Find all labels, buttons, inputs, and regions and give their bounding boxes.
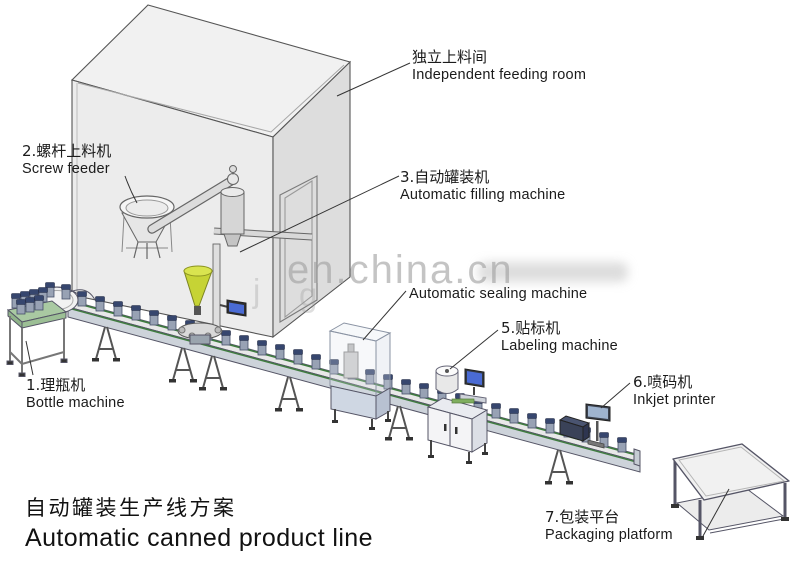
leader-inkjet-printer	[600, 382, 631, 409]
label-bottle-machine: 1.理瓶机 Bottle machine	[26, 376, 125, 412]
bottle-machine	[6, 282, 96, 377]
label-inkjet-printer: 6.喷码机 Inkjet printer	[633, 373, 716, 409]
label-packaging-platform-en: Packaging platform	[545, 526, 673, 543]
filling-machine	[177, 243, 247, 345]
label-labeling-machine-cn: 5.贴标机	[501, 319, 561, 337]
label-screw-feeder: 2.螺杆上料机 Screw feeder	[22, 142, 112, 178]
leader-lines	[25, 62, 730, 537]
labeling-machine	[426, 365, 489, 464]
label-packaging-platform: 7.包装平台 Packaging platform	[545, 508, 673, 544]
room-door	[279, 175, 318, 323]
label-screw-feeder-en: Screw feeder	[22, 160, 110, 177]
label-bottle-machine-cn: 1.理瓶机	[26, 376, 86, 394]
table-bottles	[11, 287, 48, 315]
diagram-title-en: Automatic canned product line	[25, 524, 373, 552]
filling-control-screen	[219, 299, 247, 317]
label-filling-machine-cn: 3.自动罐装机	[400, 168, 490, 186]
label-labeling-machine-en: Labeling machine	[501, 337, 618, 354]
screw-feeder	[119, 165, 313, 259]
leader-packaging-platform	[702, 488, 730, 537]
conveyor-end	[633, 448, 641, 467]
diagram-title-cn: 自动罐装生产线方案	[25, 496, 237, 520]
inkjet-printer	[558, 403, 611, 449]
label-feeding-room-en: Independent feeding room	[412, 66, 587, 83]
leader-labeling-machine	[449, 329, 499, 370]
label-sealing-machine: Automatic sealing machine	[409, 286, 587, 303]
watermark-fragment: g	[299, 276, 318, 313]
label-filling-machine-en: Automatic filling machine	[400, 186, 566, 203]
label-screw-feeder-cn: 2.螺杆上料机	[22, 142, 112, 160]
sealing-machine	[328, 322, 392, 430]
label-filling-machine: 3.自动罐装机 Automatic filling machine	[400, 168, 566, 204]
leader-sealing-machine	[362, 290, 407, 341]
label-inkjet-printer-cn: 6.喷码机	[633, 373, 693, 391]
inkjet-screen	[585, 403, 611, 422]
leader-filling-machine	[239, 175, 400, 253]
label-bottle-machine-en: Bottle machine	[26, 394, 125, 411]
label-feeding-room: 独立上料间 Independent feeding room	[412, 48, 587, 84]
label-inkjet-printer-en: Inkjet printer	[633, 391, 716, 408]
watermark: en.china.cn	[287, 248, 514, 292]
diagram-title: 自动罐装生产线方案 Automatic canned product line	[25, 492, 373, 553]
label-sealing-machine-en: Automatic sealing machine	[409, 286, 588, 302]
labeling-screen	[451, 368, 487, 404]
label-feeding-room-cn: 独立上料间	[412, 48, 488, 66]
packaging-platform	[671, 443, 790, 540]
watermark-smear	[478, 262, 628, 282]
label-roll	[435, 365, 459, 394]
leader-feeding-room	[336, 62, 411, 97]
leader-screw-feeder	[124, 175, 138, 204]
leader-bottle-machine	[25, 340, 34, 376]
label-packaging-platform-cn: 7.包装平台	[545, 508, 620, 526]
label-labeling-machine: 5.贴标机 Labeling machine	[501, 319, 618, 355]
watermark-fragment: j	[253, 272, 261, 309]
